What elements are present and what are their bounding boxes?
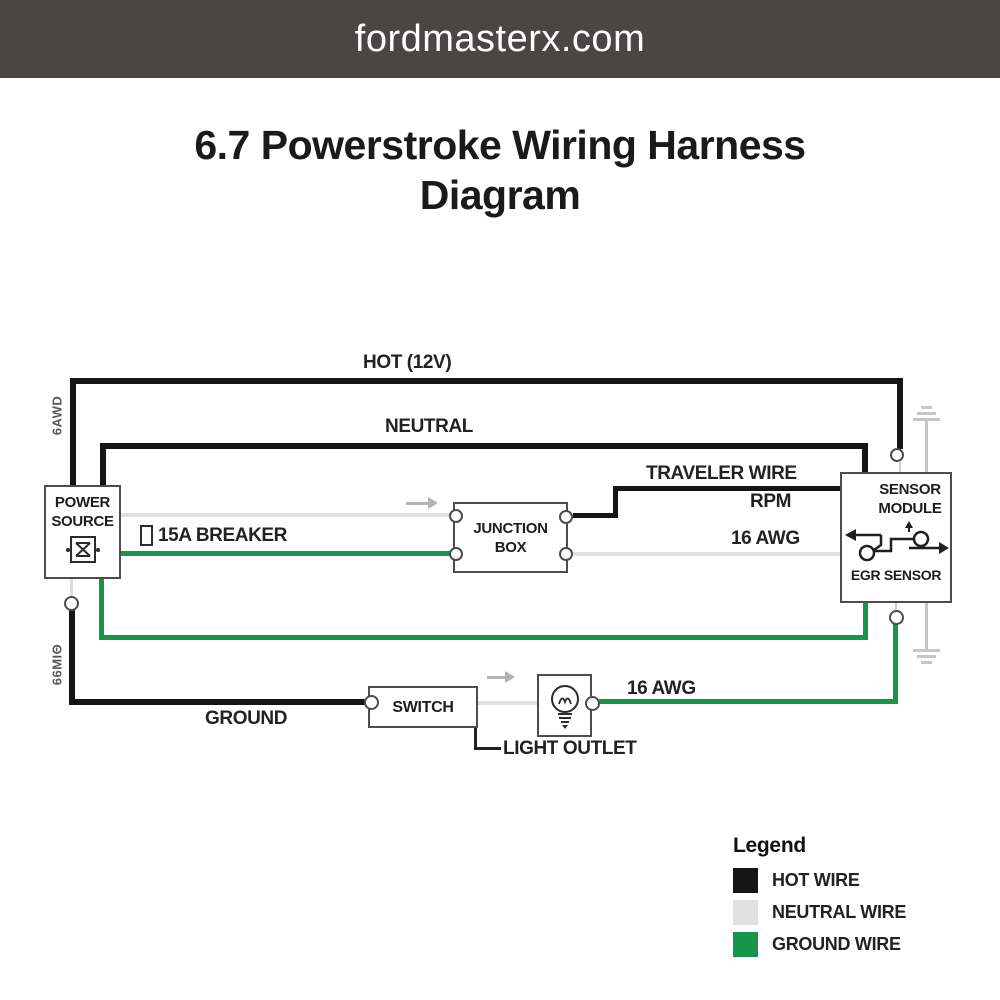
- light-outlet-pointer-vertical: [474, 728, 477, 750]
- flow-arrow-outlet: [487, 676, 505, 679]
- ground-green-vertical-right: [893, 623, 898, 704]
- ground-symbol-bottom-bar3: [921, 661, 932, 664]
- sensor-module-box: SENSOR MODULE EGR SENSOR: [840, 472, 952, 603]
- legend: Legend HOT WIRE NEUTRAL WIRE GROUND WIRE: [733, 834, 906, 964]
- sensor-module-label-line1: SENSOR: [879, 481, 941, 498]
- ground-symbol-top-line: [925, 421, 928, 472]
- terminal-sensor-bottom: [889, 610, 904, 625]
- hot-terminal-stub: [899, 462, 901, 473]
- ground-green-wire-middle: [99, 635, 868, 640]
- light-outlet-box: [537, 674, 592, 737]
- ground-wire-label: GROUND: [205, 708, 288, 729]
- awg16-gray-wire: [573, 552, 862, 556]
- light-outlet-pointer-horizontal: [474, 747, 501, 750]
- ground-green-vertical-sensor: [863, 601, 868, 640]
- power-bottom-stub: [70, 579, 73, 598]
- legend-swatch-ground: [733, 932, 758, 957]
- awg16-top-label: 16 AWG: [731, 528, 800, 549]
- flow-arrow-junction-head: [428, 497, 438, 509]
- relay-switch-icon: [845, 521, 949, 562]
- neutral-wire-horizontal: [100, 443, 868, 449]
- ground-green-vertical-left: [99, 551, 104, 640]
- terminal-junction-top-left: [449, 509, 463, 523]
- traveler-wire-seg2: [613, 486, 618, 518]
- legend-title: Legend: [733, 834, 806, 857]
- traveler-wire-label: TRAVELER WIRE: [646, 463, 797, 484]
- egr-sensor-label: EGR SENSOR: [850, 567, 942, 583]
- legend-swatch-hot: [733, 868, 758, 893]
- hot-wire-label: HOT (12V): [363, 352, 452, 373]
- junction-box: JUNCTION BOX: [453, 502, 568, 573]
- flow-arrow-outlet-head: [505, 671, 515, 683]
- terminal-junction-top-right: [559, 510, 573, 524]
- legend-row-hot: HOT WIRE: [733, 868, 906, 893]
- terminal-switch-left: [364, 695, 379, 710]
- traveler-wire-seg3: [613, 486, 865, 491]
- switch-box: SWITCH: [368, 686, 478, 728]
- hot-wire-vertical-left: [70, 378, 76, 486]
- ground-black-vertical: [69, 610, 75, 703]
- power-source-label-line2: SOURCE: [51, 513, 114, 530]
- legend-row-neutral: NEUTRAL WIRE: [733, 900, 906, 925]
- junction-box-label-line1: JUNCTION: [473, 519, 548, 537]
- ground-green-wire-bottom: [599, 699, 895, 704]
- page-title-line1: 6.7 Powerstroke Wiring Harness: [194, 122, 806, 168]
- terminal-power-bottom: [64, 596, 79, 611]
- neutral-gray-wire: [121, 513, 455, 517]
- neutral-wire-vertical-right: [862, 443, 868, 473]
- power-source-label-line1: POWER: [54, 494, 111, 511]
- flow-arrow-junction: [406, 502, 428, 505]
- hot-wire-horizontal: [70, 378, 903, 384]
- neutral-wire-label: NEUTRAL: [385, 416, 473, 437]
- site-name: fordmasterx.com: [354, 17, 646, 60]
- legend-swatch-neutral: [733, 900, 758, 925]
- power-source-box: POWER SOURCE: [44, 485, 121, 579]
- switch-label: SWITCH: [392, 698, 454, 716]
- legend-row-ground: GROUND WIRE: [733, 932, 906, 957]
- rpm-label: RPM: [750, 491, 792, 512]
- traveler-wire-seg1: [573, 513, 618, 518]
- ground-green-wire-top: [88, 551, 456, 556]
- legend-label-hot: HOT WIRE: [772, 870, 860, 890]
- terminal-junction-bottom-left: [449, 547, 463, 561]
- awg16-bottom-label: 16 AWG: [627, 678, 696, 699]
- ground-symbol-bottom-bar2: [917, 655, 936, 658]
- legend-label-ground: GROUND WIRE: [772, 934, 901, 954]
- light-bulb-icon: [550, 684, 579, 729]
- terminal-hot-sensor: [890, 448, 904, 462]
- ground-symbol-bottom-line: [925, 603, 928, 649]
- light-outlet-label: LIGHT OUTLET: [503, 738, 637, 759]
- ground-symbol-bottom-bar1: [913, 649, 940, 652]
- ground-symbol-top-bar2: [917, 412, 936, 415]
- ground-black-horizontal: [69, 699, 366, 705]
- legend-label-neutral: NEUTRAL WIRE: [772, 902, 907, 922]
- ground-symbol-top-bar1: [921, 406, 932, 409]
- page-title: 6.7 Powerstroke Wiring Harness Diagram: [0, 120, 1000, 220]
- breaker-label: 15A BREAKER: [158, 525, 287, 546]
- sensor-bottom-stub: [895, 603, 897, 611]
- junction-box-label-line2: BOX: [494, 538, 527, 556]
- power-source-icon: [65, 536, 100, 563]
- left-gauge-label-top: 6AWD: [49, 395, 65, 436]
- hot-wire-vertical-right: [897, 378, 903, 449]
- site-header: fordmasterx.com: [0, 0, 1000, 78]
- page-title-line2: Diagram: [419, 172, 581, 218]
- terminal-junction-bottom-right: [559, 547, 573, 561]
- breaker-icon: [140, 525, 153, 546]
- sensor-module-label-line2: MODULE: [878, 500, 942, 517]
- terminal-outlet-right: [585, 696, 600, 711]
- neutral-wire-vertical-left: [100, 443, 106, 486]
- switch-outlet-gray-wire: [478, 701, 537, 705]
- left-gauge-label-bottom: 66MIΘ: [49, 643, 65, 686]
- ground-symbol-top-bar3: [913, 418, 940, 421]
